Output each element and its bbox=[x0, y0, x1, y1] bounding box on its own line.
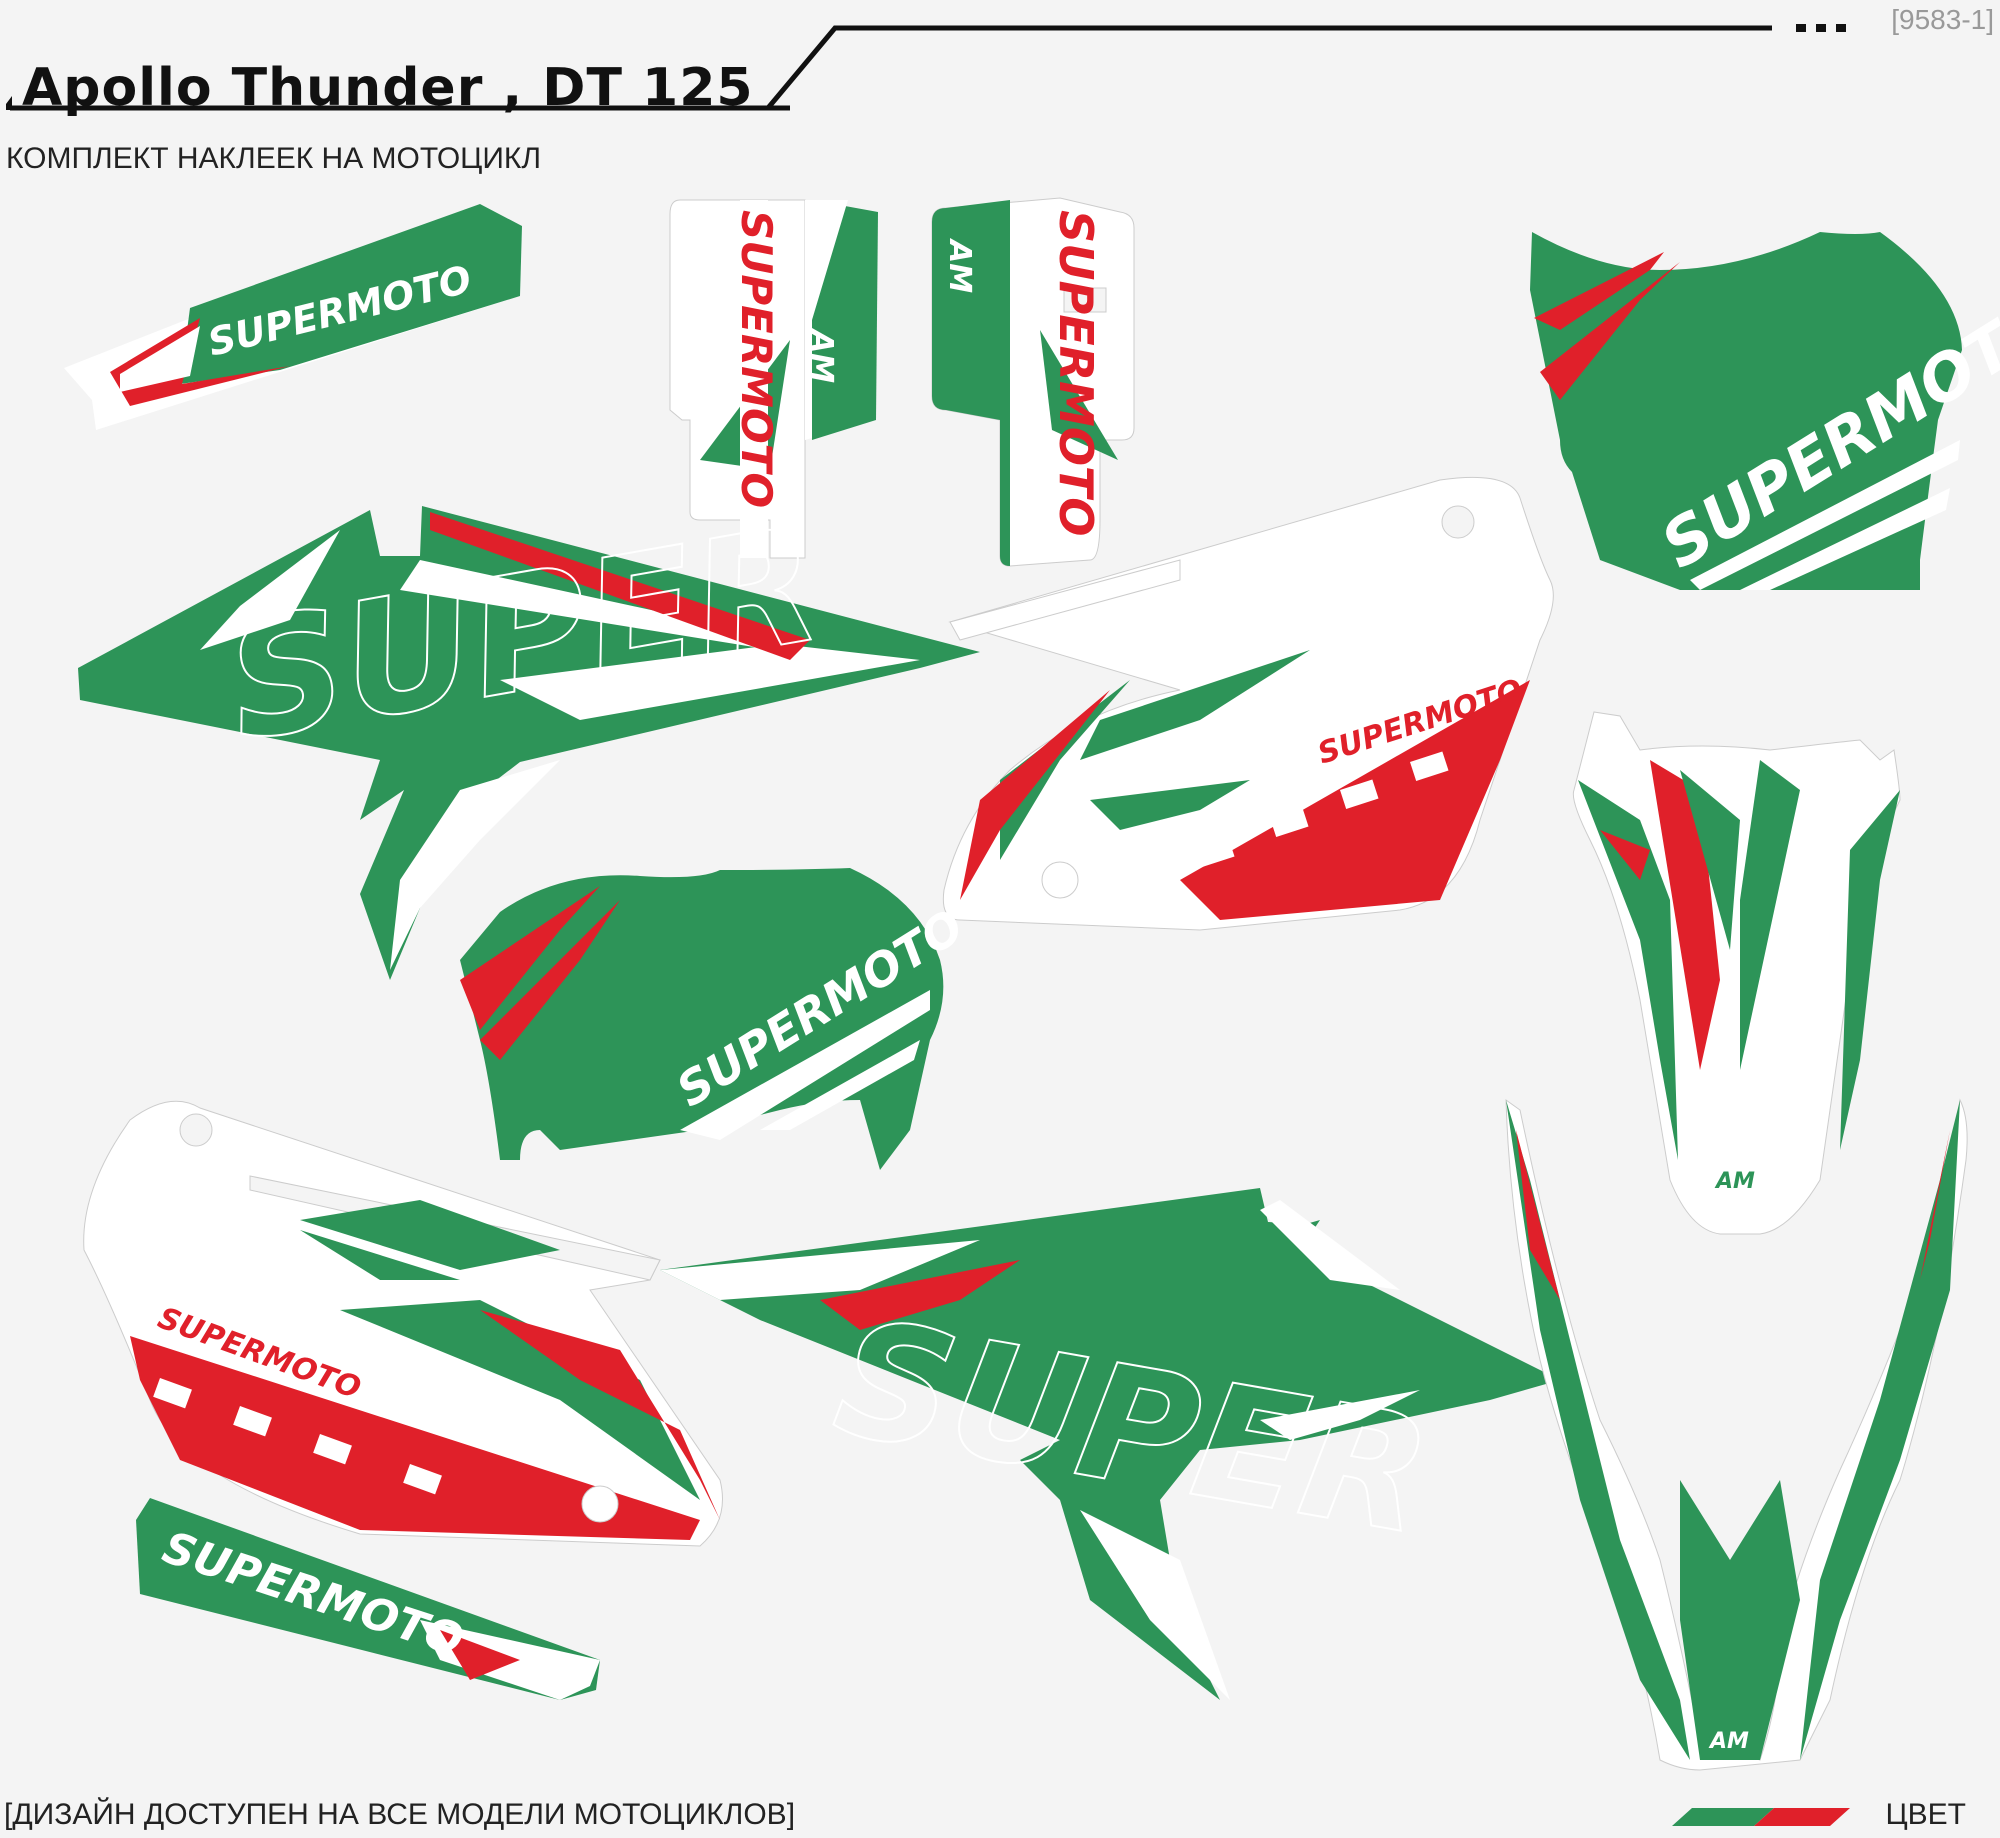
supermoto-label: SUPERMOTO bbox=[1049, 210, 1103, 536]
header-rule bbox=[6, 24, 1846, 111]
front-number-plate-top: SUPERMOTO bbox=[1530, 232, 2000, 590]
color-swatch bbox=[1672, 1808, 1850, 1826]
rear-fender: AM bbox=[1505, 1098, 1968, 1771]
color-label: ЦВЕТ bbox=[1885, 1798, 1966, 1831]
fork-guard-left: SUPERMOTO AM bbox=[669, 199, 878, 559]
fork-guard-right: SUPERMOTO AM bbox=[931, 197, 1135, 567]
page-subtitle: КОМПЛЕКТ НАКЛЕЕК НА МОТОЦИКЛ bbox=[6, 142, 542, 175]
article-code: [9583-1] bbox=[1891, 4, 1994, 35]
swingarm-decal-left: SUPERMOTO bbox=[64, 204, 522, 430]
front-number-plate-middle: SUPERMOTO bbox=[460, 868, 973, 1170]
side-panel-lower-left: SUPERMOTO bbox=[83, 1100, 723, 1547]
logo-text: AM bbox=[1708, 1729, 1749, 1754]
front-fender: AM bbox=[1572, 711, 1901, 1235]
supermoto-label: SUPERMOTO bbox=[732, 210, 781, 508]
radiator-shroud-lower-right: SUPER bbox=[660, 1188, 1560, 1700]
side-panel-upper-right: SUPERMOTO bbox=[942, 476, 1554, 931]
footer-note: [ДИЗАЙН ДОСТУПЕН НА ВСЕ МОДЕЛИ МОТОЦИКЛО… bbox=[4, 1798, 796, 1831]
logo-text: AM bbox=[1714, 1169, 1755, 1194]
logo-text: AM bbox=[942, 238, 977, 293]
logo-text: AM bbox=[804, 328, 839, 383]
